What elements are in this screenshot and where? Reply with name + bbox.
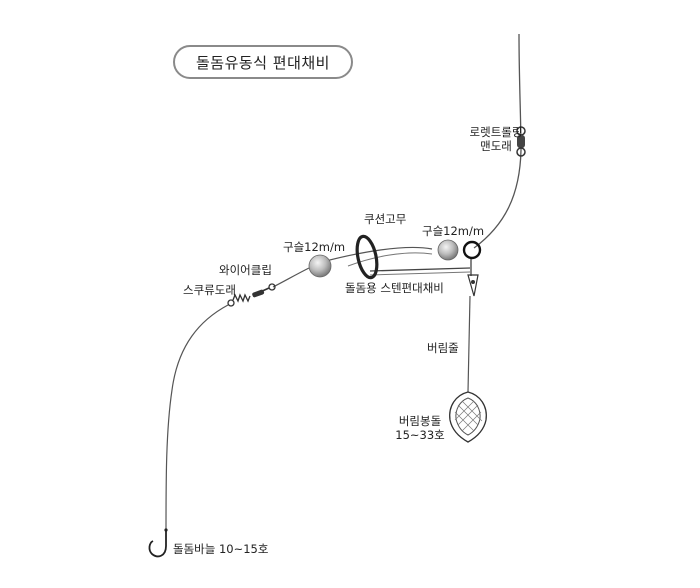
sinker-label-line2: 15~33호 — [395, 428, 445, 442]
bead-right-label: 구슬12m/m — [422, 224, 485, 238]
sinker-icon — [449, 391, 487, 443]
hook-icon — [148, 530, 167, 558]
screw-swivel-icon — [227, 293, 251, 307]
sinker-clip-icon — [467, 259, 479, 297]
sinker-line — [467, 295, 471, 393]
rig-lower-bar — [369, 267, 471, 272]
rolling-swivel-icon — [516, 126, 526, 157]
stainless-rig-label: 돌돔용 스텐편대채비 — [345, 281, 444, 295]
rolling-swivel-label-line2: 맨도래 — [480, 139, 512, 153]
sinker-label-line1: 버림봉돌 — [398, 414, 442, 428]
sinker-line-label: 버림줄 — [427, 341, 459, 355]
bead-right-icon — [437, 239, 459, 261]
rolling-swivel-label-line1: 로렛트롤링 — [469, 125, 523, 139]
diagram-title: 돌돔유동식 편대채비 — [173, 45, 353, 79]
rig-upper-arm — [321, 246, 433, 263]
rig-ring-icon — [462, 240, 482, 260]
screw-swivel-label: 스쿠류도래 — [183, 283, 236, 297]
bead-left-label: 구슬12m/m — [283, 240, 346, 254]
cushion-rubber-icon — [355, 234, 379, 280]
hook-leader — [165, 304, 229, 531]
main-line — [473, 33, 522, 249]
bead-left-icon — [308, 254, 332, 278]
leader-upper — [272, 267, 310, 288]
cushion-rubber-label: 쿠션고무 — [364, 212, 407, 226]
wire-clip-label: 와이어클립 — [219, 263, 272, 277]
sinker-label: 버림봉돌 15~33호 — [388, 414, 452, 442]
wire-clip-icon — [252, 283, 276, 298]
rolling-swivel-label: 로렛트롤링 맨도래 — [444, 125, 548, 153]
hook-label: 돌돔바늘 10~15호 — [173, 542, 269, 556]
